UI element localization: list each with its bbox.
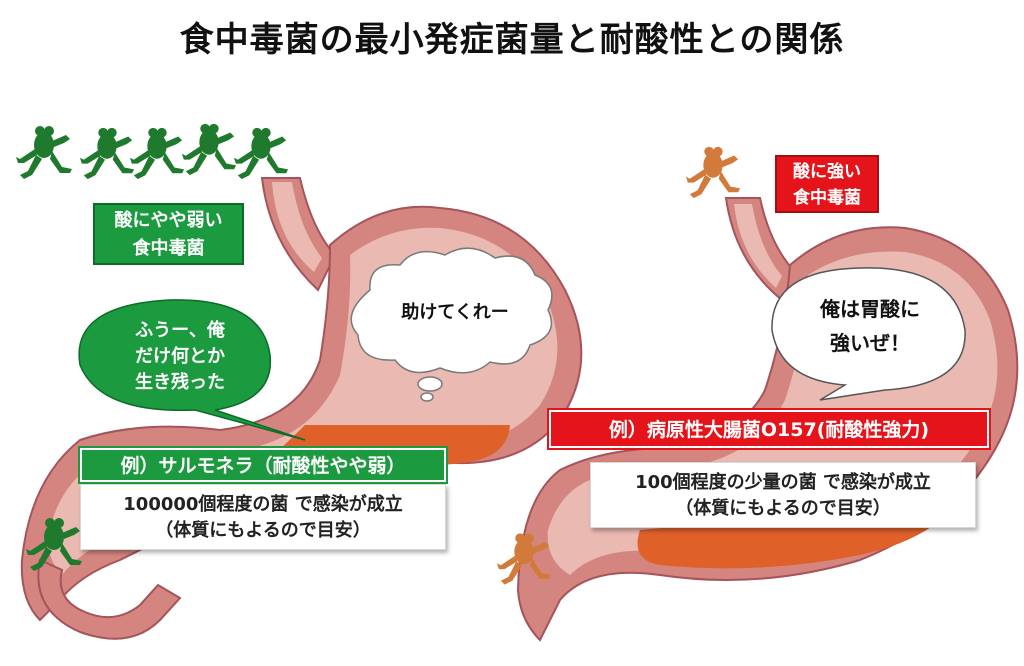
speech-left-line3: 生き残った (135, 372, 225, 393)
acid-weak-label: 酸にやや弱い 食中毒菌 (93, 203, 244, 265)
o157-info-line1: 100個程度の少量の菌 で感染が成立 (635, 472, 931, 493)
frog-icon (233, 127, 289, 180)
acid-weak-label-line2: 食中毒菌 (132, 238, 205, 259)
o157-info-line2: （体質にもよるので目安） (675, 498, 891, 519)
speech-right-line2: 強いぜ！ (830, 331, 910, 355)
o157-info-box: 100個程度の少量の菌 で感染が成立 （体質にもよるので目安） (590, 462, 976, 528)
speech-right-line1: 俺は胃酸に (820, 297, 920, 321)
speech-right-text: 俺は胃酸に 強いぜ！ (785, 292, 955, 360)
speech-bubble-right (771, 267, 966, 401)
acid-strong-label-line1: 酸に強い (793, 162, 861, 182)
acid-strong-label-line2: 食中毒菌 (793, 188, 861, 208)
frog-icon (181, 123, 237, 176)
salmonella-info-line2: （体質にもよるので目安） (155, 520, 371, 541)
acid-weak-label-line1: 酸にやや弱い (114, 210, 223, 231)
acid-strong-label: 酸に強い 食中毒菌 (775, 155, 879, 213)
o157-example-banner: 例）病原性大腸菌O157(耐酸性強力) (549, 410, 989, 448)
speech-left-line2: だけ何とか (135, 346, 225, 367)
speech-left-text: ふうー、俺 だけ何とか 生き残った (95, 318, 265, 396)
frog-icon (16, 126, 72, 179)
thought-text: 助けてくれー (401, 302, 509, 323)
speech-left-line1: ふうー、俺 (135, 320, 225, 341)
frog-icon (129, 127, 185, 180)
thought-cloud (350, 247, 553, 402)
salmonella-info-box: 100000個程度の菌 で感染が成立 （体質にもよるので目安） (80, 484, 446, 550)
salmonella-example-banner: 例）サルモネラ（耐酸性やや弱） (80, 448, 446, 482)
speech-bubble-left (78, 299, 306, 441)
frog-icon (79, 127, 135, 180)
frog-icon (685, 146, 741, 199)
page-title: 食中毒菌の最小発症菌量と耐酸性との関係 (179, 20, 845, 60)
salmonella-info-line1: 100000個程度の菌 で感染が成立 (123, 494, 403, 515)
